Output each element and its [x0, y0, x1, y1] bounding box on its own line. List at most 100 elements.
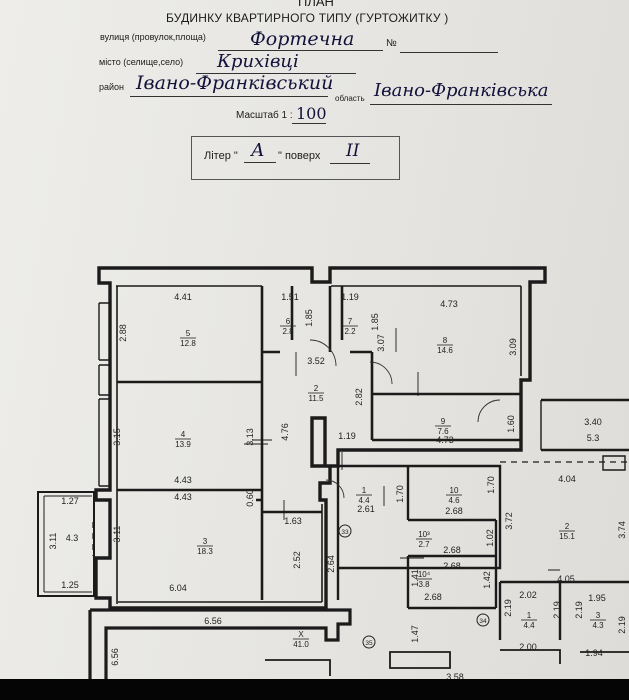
marker-label: 35 [365, 640, 373, 647]
dimension-label: 2.68 [424, 592, 442, 602]
marker-label: 33 [341, 529, 349, 536]
dimension-label: 2.19 [574, 601, 584, 619]
room-area: 2.2 [344, 327, 356, 336]
dimension-label: 3.74 [617, 521, 627, 539]
dimension-label: 2.82 [354, 388, 364, 406]
dimension-label: 2.88 [118, 324, 128, 342]
city-value: Крихівці [217, 51, 299, 72]
dimension-label: 1.19 [338, 431, 356, 441]
dimension-label: 1.47 [410, 625, 420, 643]
dimension-label: 4.05 [557, 574, 575, 584]
plan-title: ПЛАН [298, 0, 334, 9]
scale-label: Масштаб 1 : [236, 110, 293, 121]
right-windows [540, 400, 626, 471]
street-value: Фортечна [250, 28, 355, 50]
room-labels: 512.862.872.2814.6413.9211.597.6318.314.… [66, 317, 606, 649]
dimension-label: 3.11 [48, 533, 58, 550]
dimension-label: 3.72 [504, 512, 514, 530]
dimension-label: 1.70 [486, 476, 496, 494]
dimension-label: 4.76 [280, 423, 290, 441]
dimension-label: 6.04 [169, 583, 187, 593]
dimension-label: 3.40 [584, 417, 602, 427]
room-number: 1 [527, 611, 532, 620]
room-area: 4.4 [358, 496, 370, 505]
room-number: 3 [596, 611, 601, 620]
dimension-label: 3.07 [376, 334, 386, 352]
dimension-label: 2.19 [503, 599, 513, 617]
dimension-label: 1.60 [506, 415, 516, 433]
dimension-label: 4.41 [174, 292, 192, 302]
dimension-label: 2.00 [519, 642, 537, 652]
dimension-label: 4.73 [440, 299, 458, 309]
room-number: 1 [362, 486, 367, 495]
dimension-label: 1.25 [61, 580, 79, 590]
lower-windows [265, 649, 629, 676]
dimension-label: 1.70 [395, 485, 405, 503]
marker-labels: 33 34 35 [341, 529, 487, 647]
room-area: 4.3 [592, 621, 604, 630]
scale-underline [292, 123, 326, 124]
dimension-label: 2.61 [357, 504, 375, 514]
room-area: 11.5 [309, 394, 325, 403]
dimension-label: 3.52 [307, 356, 325, 366]
balcony-area-right: 5.3 [587, 433, 600, 443]
dimension-label: 3.15 [112, 428, 122, 446]
dimension-label: 2.19 [552, 601, 562, 619]
balcony-area-left: 4.3 [66, 533, 79, 543]
room-area: 15.1 [559, 532, 575, 541]
city-label: місто (селище,село) [99, 57, 184, 67]
district-underline [130, 96, 328, 97]
dimension-label: 1.63 [284, 516, 302, 526]
dimension-label: 4.43 [174, 492, 192, 502]
screen-bottom-bar [0, 679, 629, 700]
number-label: № [386, 38, 397, 49]
dimension-label: 0.60 [245, 489, 255, 507]
district-label: район [99, 82, 125, 92]
city-underline [196, 73, 356, 74]
dimension-label: 2.68 [445, 506, 463, 516]
dimension-label: 4.43 [174, 475, 192, 485]
room-number: 10³ [418, 530, 430, 539]
floor-label: " поверх [278, 150, 321, 162]
room-area: 12.8 [180, 339, 196, 348]
dimension-label: 1.41 [410, 569, 420, 587]
dimension-label: 1.27 [61, 496, 79, 506]
room-number: 8 [443, 336, 448, 345]
district-value: Івано-Франківський [136, 72, 334, 94]
door-arcs [309, 339, 501, 499]
dimension-label: 1.42 [482, 571, 492, 589]
outer-wall-inner-line [116, 285, 522, 604]
dimension-label: 1.19 [341, 292, 359, 302]
outer-wall-left-block [94, 266, 547, 610]
room-number: 5 [186, 329, 191, 338]
marker-circles [338, 524, 490, 649]
room-area: 2.8 [282, 327, 294, 336]
room-area: 18.3 [197, 547, 213, 556]
room-number: 10 [450, 486, 459, 495]
region-underline [370, 104, 552, 105]
room-number: 2 [565, 522, 570, 531]
room-area: 2.7 [418, 540, 430, 549]
region-value: Івано-Франківська [374, 80, 549, 101]
dimension-label: 6.56 [204, 616, 222, 626]
room-number: X [298, 630, 304, 639]
dimension-label: 4.73 [436, 435, 454, 445]
dimension-label: 1.95 [588, 593, 606, 603]
dimension-label: 2.52 [292, 551, 302, 569]
room-number: 9 [441, 417, 446, 426]
dimension-label: 1.02 [485, 529, 495, 547]
room-area: 3.8 [418, 580, 430, 589]
left-balcony [37, 491, 95, 597]
dimension-label: 3.13 [245, 428, 255, 446]
room-area: 4.6 [448, 496, 460, 505]
interior-partitions [117, 286, 521, 600]
room-area: 13.9 [175, 440, 191, 449]
left-window-frames [98, 302, 110, 487]
dimension-label: 2.68 [443, 561, 461, 571]
room-number: 2 [314, 384, 319, 393]
floor-underline [330, 163, 370, 164]
marker-label: 34 [479, 618, 487, 625]
